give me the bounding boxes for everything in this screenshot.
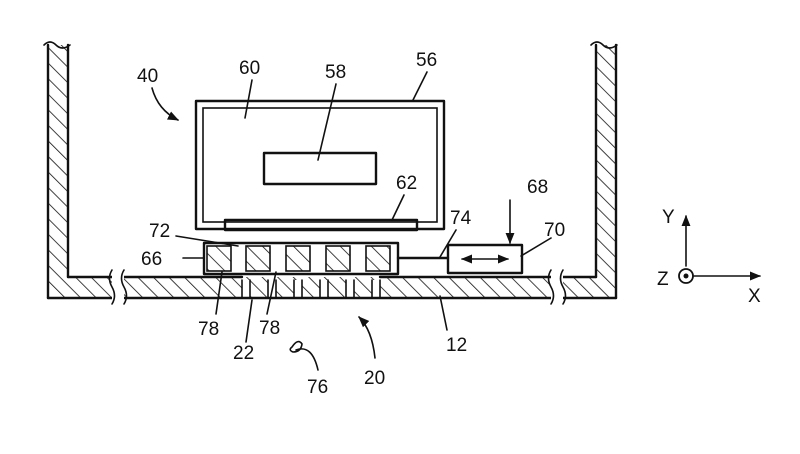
label-12: 12 [446, 335, 467, 356]
axes-indicator [678, 214, 762, 284]
bottom-plate [46, 269, 618, 305]
label-76: 76 [307, 377, 328, 398]
label-56: 56 [416, 50, 437, 71]
right-wall [590, 41, 618, 300]
reference-labels: 40 60 58 56 62 72 74 68 70 66 78 78 22 2… [137, 50, 761, 398]
label-22: 22 [233, 343, 254, 364]
left-wall [43, 41, 71, 300]
label-62: 62 [396, 173, 417, 194]
label-40: 40 [137, 66, 158, 87]
label-78-right: 78 [259, 318, 280, 339]
axis-label-x: X [748, 286, 761, 307]
axis-label-y: Y [662, 207, 675, 228]
element-array [202, 241, 400, 276]
actuator [396, 199, 524, 275]
housing [194, 99, 446, 232]
label-58: 58 [325, 62, 346, 83]
label-74: 74 [450, 208, 472, 229]
label-72: 72 [149, 221, 170, 242]
label-70: 70 [544, 220, 565, 241]
label-60: 60 [239, 58, 260, 79]
label-20: 20 [364, 368, 385, 389]
plate-62 [223, 218, 419, 232]
label-78-left: 78 [198, 319, 219, 340]
label-66: 66 [141, 249, 162, 270]
label-68: 68 [527, 177, 548, 198]
axis-label-z: Z [657, 269, 669, 290]
leader-lines [151, 71, 552, 371]
component-58 [262, 151, 378, 186]
